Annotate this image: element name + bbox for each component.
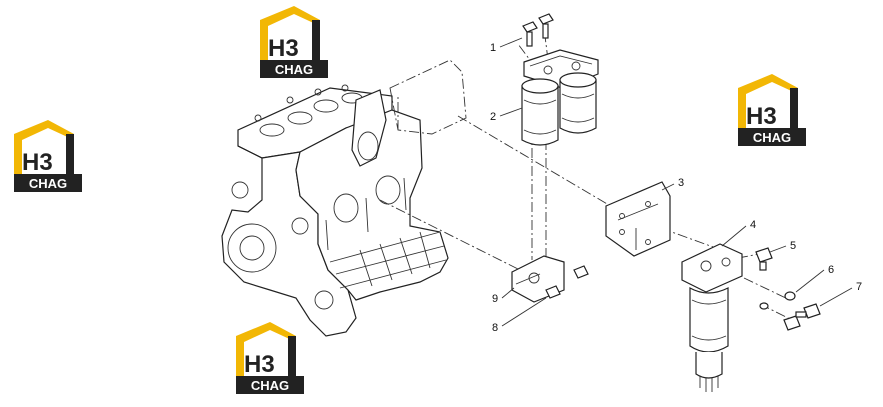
callout-number: 2 (490, 111, 496, 123)
logo-subtext: CHAG (275, 62, 313, 77)
callout-6: 6 (795, 264, 834, 293)
callout-number: 7 (856, 281, 862, 293)
logo-text: H3 (746, 103, 777, 130)
callout-7: 7 (819, 281, 862, 307)
callout-8: 8 (492, 297, 547, 334)
callout-5: 5 (769, 240, 796, 253)
callout-number: 8 (492, 322, 498, 334)
callout-9: 9 (492, 287, 515, 305)
part-fitting-5 (755, 247, 773, 271)
mounting-bracket-outline (389, 59, 467, 135)
part-screws-8 (545, 265, 589, 299)
callout-3: 3 (661, 177, 684, 191)
brand-logo-right: H3 CHAG (738, 74, 806, 146)
logo-text: H3 (244, 351, 275, 378)
logo-subtext: CHAG (251, 378, 289, 393)
logo-subtext: CHAG (753, 130, 791, 145)
part-washer-6 (759, 291, 796, 310)
callout-number: 9 (492, 293, 498, 305)
brand-logo-top: H3 CHAG (260, 6, 328, 78)
callout-1: 1 (490, 37, 523, 54)
callout-number: 3 (678, 177, 684, 189)
logo-text: H3 (22, 149, 53, 176)
part-mounting-plate (605, 181, 671, 257)
callout-number: 6 (828, 264, 834, 276)
callout-4: 4 (721, 219, 756, 247)
part-bolt-pair (522, 13, 554, 47)
part-twin-fuel-filter (521, 49, 599, 146)
engine-block (221, 84, 449, 337)
callout-number: 1 (490, 42, 496, 54)
callout-number: 5 (790, 240, 796, 252)
part-bolt-7 (783, 303, 821, 331)
brand-logo-bottom: H3 CHAG (236, 322, 304, 394)
part-water-separator-filter (681, 243, 743, 392)
callout-number: 4 (750, 219, 756, 231)
callout-2: 2 (490, 107, 523, 123)
brand-logo-left: H3 CHAG (14, 120, 82, 192)
logo-subtext: CHAG (29, 176, 67, 191)
logo-text: H3 (268, 35, 299, 62)
